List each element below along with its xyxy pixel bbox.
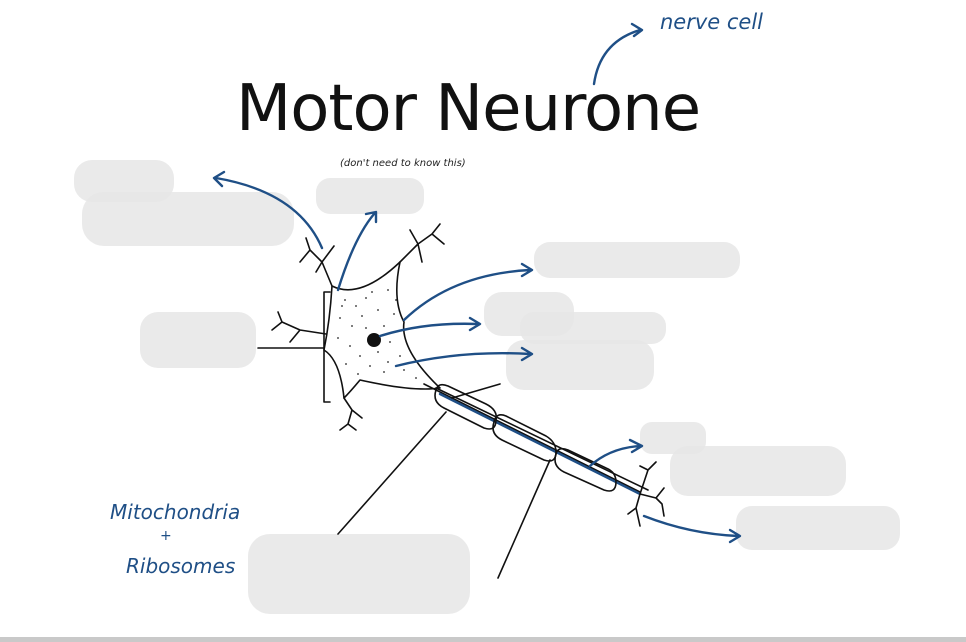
bottom-border xyxy=(0,637,966,642)
annotation-mitochondria: Mitochondria xyxy=(110,500,241,524)
dendrites xyxy=(271,223,445,431)
hidden-label-right-top xyxy=(534,242,740,278)
annotation-plus: + xyxy=(160,528,172,544)
pointer-lines xyxy=(257,291,551,579)
hidden-label-bottom xyxy=(248,534,470,614)
hidden-labels xyxy=(74,160,900,614)
arrow-cell-membrane xyxy=(402,262,534,322)
pointer-myelin xyxy=(337,411,447,535)
blue-arrows xyxy=(212,22,742,544)
arrow-terminal xyxy=(642,514,742,544)
hidden-label-top-left-2 xyxy=(82,192,294,246)
hidden-label-terminal xyxy=(736,506,900,550)
bracket-line xyxy=(323,291,331,403)
hidden-label-cell-body xyxy=(316,178,424,214)
arrow-cytoplasm xyxy=(394,346,534,368)
pointer-node xyxy=(497,459,551,579)
pointer-axon-top xyxy=(451,383,501,399)
hidden-label-top-left xyxy=(74,160,174,202)
arrow-nucleus xyxy=(378,316,482,338)
hidden-label-left-middle xyxy=(140,312,256,368)
annotation-ribosomes: Ribosomes xyxy=(126,554,236,578)
hidden-label-right-middle-2 xyxy=(520,312,666,344)
axon-terminal xyxy=(627,461,665,527)
arrow-nerve-cell xyxy=(592,22,644,86)
axon xyxy=(423,383,649,496)
nucleus xyxy=(367,333,381,347)
myelin-sheath xyxy=(434,383,617,492)
diagram-title: Motor Neurone xyxy=(236,72,701,146)
hidden-label-axon-end-2 xyxy=(670,446,846,496)
annotation-dont-need: (don't need to know this) xyxy=(340,158,466,169)
arrow-cell-body xyxy=(336,210,378,292)
hidden-label-right-lower xyxy=(506,340,654,390)
annotation-nerve-cell: nerve cell xyxy=(660,10,764,34)
cytoplasm-stipple xyxy=(337,289,417,379)
arrow-dendrite xyxy=(212,170,324,250)
arrow-axon xyxy=(588,438,644,468)
